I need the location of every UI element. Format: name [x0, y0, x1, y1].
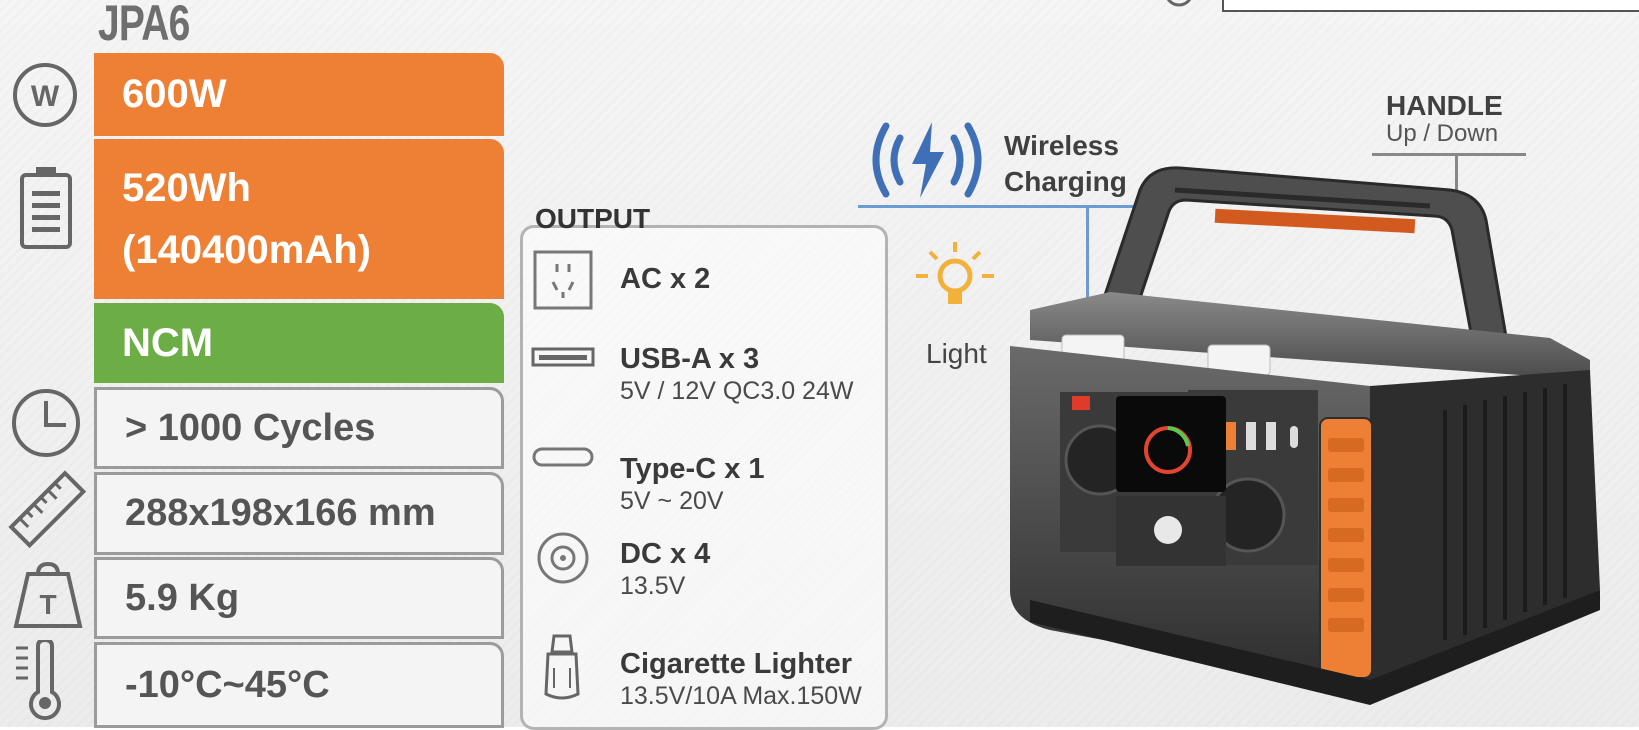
- usb-a-icon: [531, 347, 595, 367]
- output-usb-a: USB-A x 3 5V / 12V QC3.0 24W: [620, 342, 853, 406]
- output-usb-a-sub: 5V / 12V QC3.0 24W: [620, 377, 854, 405]
- svg-text:T: T: [39, 589, 56, 620]
- top-frame: [1222, 0, 1639, 12]
- handle-leader-vertical: [1455, 153, 1458, 195]
- output-type-c-title: Type-C x 1: [620, 453, 765, 485]
- spec-temperature-text: -10°C~45°C: [125, 663, 330, 706]
- output-type-c: Type-C x 1 5V ~ 20V: [620, 452, 765, 516]
- spec-power: 600W: [94, 53, 504, 136]
- wireless-label-line2: Charging: [1004, 166, 1127, 197]
- wireless-label: Wireless Charging: [1004, 128, 1127, 200]
- spec-dimensions: 288x198x166 mm: [94, 472, 504, 555]
- spec-chemistry-text: NCM: [122, 320, 214, 365]
- output-dc-title: DC x 4: [620, 538, 711, 570]
- output-dc: DC x 4 13.5V: [620, 537, 710, 601]
- spec-chemistry: NCM: [94, 303, 504, 383]
- spec-capacity-wh: 520Wh: [122, 166, 251, 210]
- weight-icon: T: [13, 561, 83, 628]
- dc-port-icon: [537, 532, 589, 584]
- spec-weight: 5.9 Kg: [94, 557, 504, 639]
- output-dc-sub: 13.5V: [620, 572, 686, 600]
- wireless-leader-vertical: [1086, 205, 1089, 309]
- output-cigarette-sub: 13.5V/10A Max.150W: [620, 682, 862, 710]
- output-type-c-sub: 5V ~ 20V: [620, 487, 724, 515]
- light-bulb-icon: [916, 242, 994, 304]
- wireless-label-line1: Wireless: [1004, 130, 1119, 161]
- spec-capacity: 520Wh (140400mAh): [94, 139, 504, 299]
- handle-leader-horizontal: [1372, 153, 1526, 156]
- handle-label: HANDLE: [1386, 90, 1503, 121]
- power-station-illustration: [1010, 166, 1600, 705]
- model-name: JPA6: [98, 0, 190, 51]
- spec-cycles-text: > 1000 Cycles: [125, 406, 376, 449]
- light-label: Light: [926, 338, 987, 369]
- spec-power-text: 600W: [122, 72, 227, 116]
- output-ac: AC x 2: [620, 262, 710, 296]
- output-cigarette-title: Cigarette Lighter: [620, 648, 853, 680]
- cigarette-lighter-icon: [544, 634, 580, 700]
- thermometer-icon: [16, 640, 61, 721]
- output-cigarette: Cigarette Lighter 13.5V/10A Max.150W: [620, 647, 862, 711]
- usb-c-icon: [532, 447, 594, 467]
- ruler-icon: [8, 470, 87, 549]
- spec-cycles: > 1000 Cycles: [94, 387, 504, 469]
- spec-capacity-mah: (140400mAh): [122, 228, 372, 272]
- output-title: OUTPUT: [535, 203, 651, 234]
- battery-icon: [20, 167, 72, 249]
- clock-icon: [12, 389, 80, 457]
- output-usb-a-title: USB-A x 3: [620, 343, 760, 375]
- spec-dimensions-text: 288x198x166 mm: [125, 492, 436, 534]
- output-ac-title: AC x 2: [620, 263, 711, 295]
- spec-weight-text: 5.9 Kg: [125, 576, 240, 619]
- handle-sub-label: Up / Down: [1386, 120, 1499, 147]
- partial-circle-icon: [1166, 0, 1192, 7]
- svg-text:W: W: [31, 80, 60, 113]
- wireless-charging-icon: [872, 122, 982, 198]
- ac-socket-icon: [533, 250, 593, 310]
- spec-temperature: -10°C~45°C: [94, 642, 504, 728]
- wireless-leader-horizontal: [858, 205, 1138, 208]
- watt-icon: W: [13, 63, 77, 127]
